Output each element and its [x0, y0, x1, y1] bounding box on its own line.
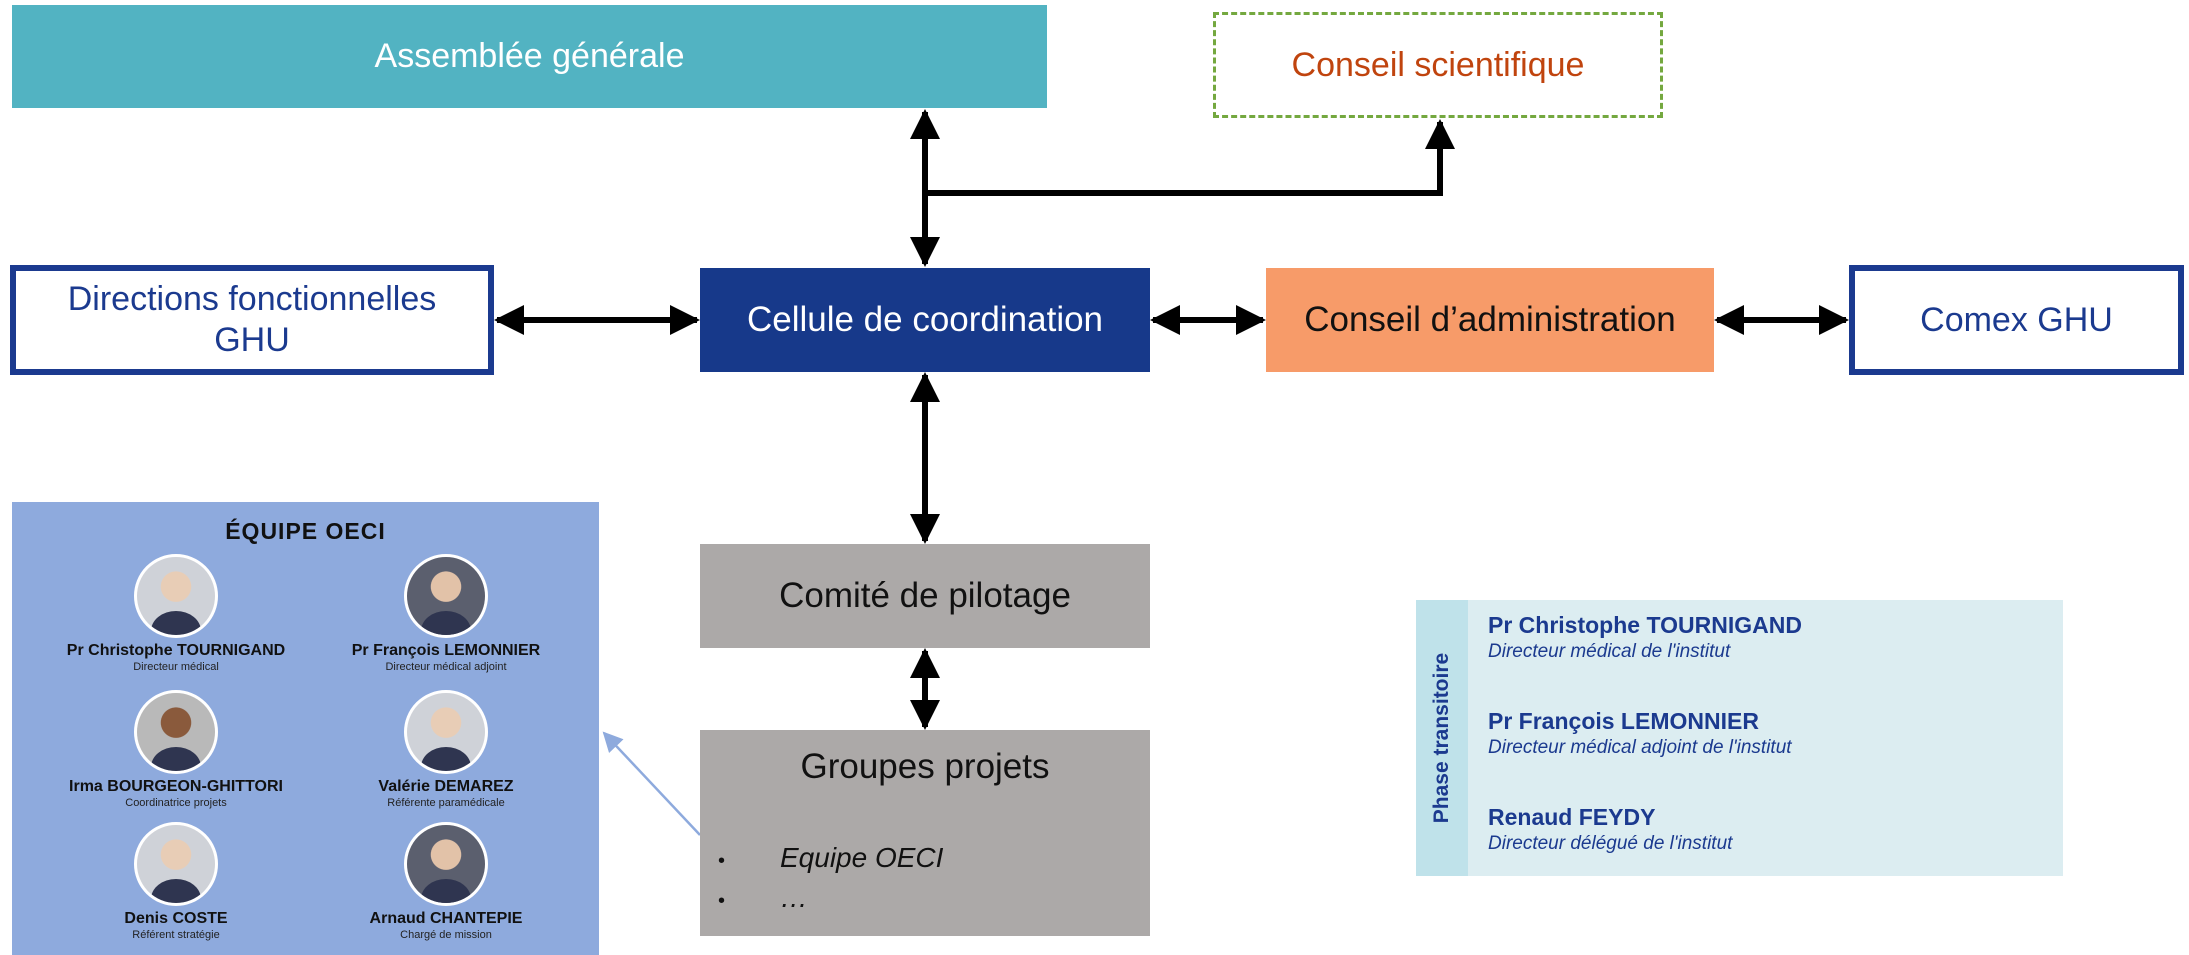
team-member: Denis COSTE Référent stratégie	[36, 822, 316, 941]
conseil-scientifique-box: Conseil scientifique	[1213, 12, 1663, 118]
list-item-label: …	[780, 882, 808, 913]
arrow-to-conseil-scientifique	[925, 119, 1455, 196]
team-member: Arnaud CHANTEPIE Chargé de mission	[306, 822, 586, 941]
person-photo-icon	[404, 554, 488, 638]
conseil-administration-label: Conseil d’administration	[1304, 300, 1676, 339]
phase-entry-role: Directeur délégué de l'institut	[1488, 833, 1733, 854]
phase-entry: Pr François LEMONNIER Directeur médical …	[1488, 708, 1792, 759]
team-member: Pr Christophe TOURNIGAND Directeur médic…	[36, 554, 316, 673]
phase-entry-role: Directeur médical adjoint de l'institut	[1488, 737, 1792, 758]
bullet-icon: •	[718, 890, 726, 912]
list-item: •…	[718, 878, 943, 918]
cellule-coordination-label: Cellule de coordination	[746, 300, 1104, 339]
team-member: Pr François LEMONNIER Directeur médical …	[306, 554, 586, 673]
groupes-projets-list: •Equipe OECI •…	[718, 838, 943, 918]
arrow-groupes-team	[602, 731, 701, 836]
member-name: Pr Christophe TOURNIGAND	[66, 642, 286, 659]
oeci-team-panel: ÉQUIPE OECI Pr Christophe TOURNIGAND Dir…	[12, 502, 599, 955]
person-photo-icon	[404, 822, 488, 906]
member-name: Arnaud CHANTEPIE	[369, 910, 523, 927]
person-photo-icon	[134, 554, 218, 638]
comite-pilotage-box: Comité de pilotage	[700, 544, 1150, 648]
comex-ghu-label: Comex GHU	[1920, 300, 2113, 339]
phase-entry-name: Pr François LEMONNIER	[1488, 708, 1759, 734]
directions-fonctionnelles-box: Directions fonctionnelles GHU	[10, 265, 494, 375]
phase-label: Phase transitoire	[1430, 652, 1453, 824]
person-photo-icon	[134, 822, 218, 906]
groupes-projets-box: Groupes projets •Equipe OECI •…	[700, 730, 1150, 936]
member-role: Directeur médical	[133, 661, 219, 673]
cellule-coordination-box: Cellule de coordination	[700, 268, 1150, 372]
member-name: Valérie DEMAREZ	[378, 778, 514, 795]
phase-entry-name: Pr Christophe TOURNIGAND	[1488, 612, 1802, 638]
bullet-icon: •	[718, 850, 726, 872]
member-role: Référente paramédicale	[387, 797, 505, 809]
member-name: Irma BOURGEON-GHITTORI	[69, 778, 283, 795]
conseil-scientifique-label: Conseil scientifique	[1291, 45, 1585, 84]
list-item-label: Equipe OECI	[780, 842, 944, 873]
comex-ghu-box: Comex GHU	[1849, 265, 2184, 375]
member-role: Directeur médical adjoint	[385, 661, 507, 673]
phase-entry-role: Directeur médical de l'institut	[1488, 641, 1731, 662]
phase-label-bar: Phase transitoire	[1416, 600, 1468, 876]
member-role: Chargé de mission	[400, 929, 492, 941]
directions-label-line1: Directions fonctionnelles	[67, 280, 437, 319]
person-photo-icon	[404, 690, 488, 774]
list-item: • Equipe OECI	[718, 838, 943, 878]
phase-entry: Renaud FEYDY Directeur délégué de l'inst…	[1488, 804, 1732, 855]
member-role: Coordinatrice projets	[125, 797, 227, 809]
member-name: Pr François LEMONNIER	[351, 642, 541, 659]
member-name: Denis COSTE	[124, 910, 228, 927]
person-photo-icon	[134, 690, 218, 774]
assemblee-generale-label: Assemblée générale	[374, 37, 685, 76]
phase-transitoire-panel: Phase transitoire Pr Christophe TOURNIGA…	[1416, 600, 2063, 876]
directions-label-line2: GHU	[214, 321, 290, 359]
conseil-administration-box: Conseil d’administration	[1266, 268, 1714, 372]
team-title: ÉQUIPE OECI	[225, 518, 386, 544]
team-member: Irma BOURGEON-GHITTORI Coordinatrice pro…	[36, 690, 316, 809]
assemblee-generale-box: Assemblée générale	[12, 5, 1047, 108]
comite-pilotage-label: Comité de pilotage	[779, 576, 1071, 615]
groupes-projets-title: Groupes projets	[800, 747, 1050, 786]
team-member: Valérie DEMAREZ Référente paramédicale	[306, 690, 586, 809]
phase-entry: Pr Christophe TOURNIGAND Directeur médic…	[1488, 612, 1802, 663]
phase-entry-name: Renaud FEYDY	[1488, 804, 1656, 830]
member-role: Référent stratégie	[132, 929, 220, 941]
